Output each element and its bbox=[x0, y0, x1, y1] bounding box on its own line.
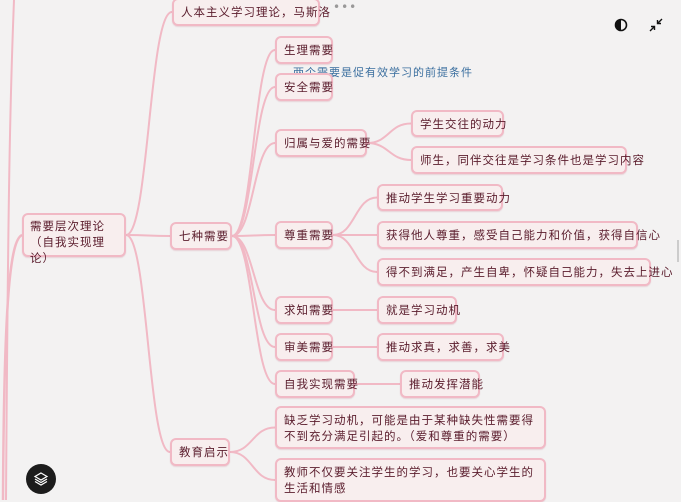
connector bbox=[125, 234, 171, 237]
node-knowledge[interactable]: 求知需要 bbox=[275, 296, 333, 324]
node-knowledge-1[interactable]: 就是学习动机 bbox=[377, 296, 460, 324]
node-belonging-1[interactable]: 学生交往的动力 bbox=[411, 110, 507, 137]
connector bbox=[231, 142, 276, 237]
node-root[interactable]: 需要层次理论 （自我实现理论） bbox=[22, 213, 126, 265]
connector bbox=[231, 235, 276, 348]
node-implication-2[interactable]: 教师不仅要关注学生的学习，也要关心学生的生活和情感 bbox=[275, 458, 546, 502]
node-belonging-2[interactable]: 师生，同伴交往是学习条件也是学习内容 bbox=[411, 146, 644, 174]
connector bbox=[231, 49, 276, 237]
node-theory[interactable]: 人本主义学习理论，马斯洛 bbox=[172, 0, 330, 26]
connector bbox=[125, 11, 173, 236]
node-belonging[interactable]: 归属与爱的需要 bbox=[275, 129, 371, 157]
connector bbox=[229, 426, 276, 453]
node-esteem-3[interactable]: 得不到满足，产生自卑，怀疑自己能力，失去上进心 bbox=[377, 258, 673, 286]
connector bbox=[366, 122, 412, 144]
node-implication[interactable]: 教育启示 bbox=[170, 438, 230, 466]
node-physiological[interactable]: 生理需要 bbox=[275, 36, 333, 64]
contrast-icon[interactable] bbox=[611, 15, 631, 35]
connector bbox=[332, 196, 378, 236]
collapse-icon[interactable] bbox=[646, 15, 666, 35]
node-aesthetic[interactable]: 审美需要 bbox=[275, 333, 333, 361]
node-aesthetic-1[interactable]: 推动求真，求善，求美 bbox=[377, 333, 510, 361]
node-safety[interactable]: 安全需要 bbox=[275, 73, 333, 101]
connector bbox=[231, 86, 276, 237]
more-options-button[interactable]: ••• bbox=[333, 0, 358, 14]
root-line-2: （自我实现理论） bbox=[30, 235, 105, 265]
node-esteem-1[interactable]: 推动学生学习重要动力 bbox=[377, 184, 510, 211]
root-line-1: 需要层次理论 bbox=[30, 219, 105, 233]
trunk-connector bbox=[5, 0, 15, 500]
note-prerequisite: 两个需要是促有效学习的前提条件 bbox=[293, 66, 473, 79]
connector bbox=[366, 142, 412, 161]
connector bbox=[229, 451, 276, 481]
layers-icon bbox=[33, 472, 49, 486]
trunk-connector bbox=[1, 233, 23, 500]
node-implication-1[interactable]: 缺乏学习动机，可能是由于某种缺失性需要得不到充分满足引起的。（爱和尊重的需要） bbox=[275, 406, 546, 449]
connector bbox=[231, 235, 276, 385]
node-esteem-2[interactable]: 获得他人尊重，感受自己能力和价值，获得自信心 bbox=[377, 221, 660, 249]
connector bbox=[231, 235, 276, 311]
connector bbox=[332, 234, 378, 273]
node-seven-needs[interactable]: 七种需要 bbox=[170, 222, 232, 250]
connector bbox=[125, 234, 171, 453]
node-esteem[interactable]: 尊重需要 bbox=[275, 221, 333, 249]
connector bbox=[231, 234, 276, 237]
scrollbar[interactable] bbox=[677, 240, 679, 262]
node-self-actualization[interactable]: 自我实现需要 bbox=[275, 370, 358, 398]
layers-button[interactable] bbox=[26, 464, 56, 494]
node-self-actualization-1[interactable]: 推动发挥潜能 bbox=[400, 370, 483, 398]
